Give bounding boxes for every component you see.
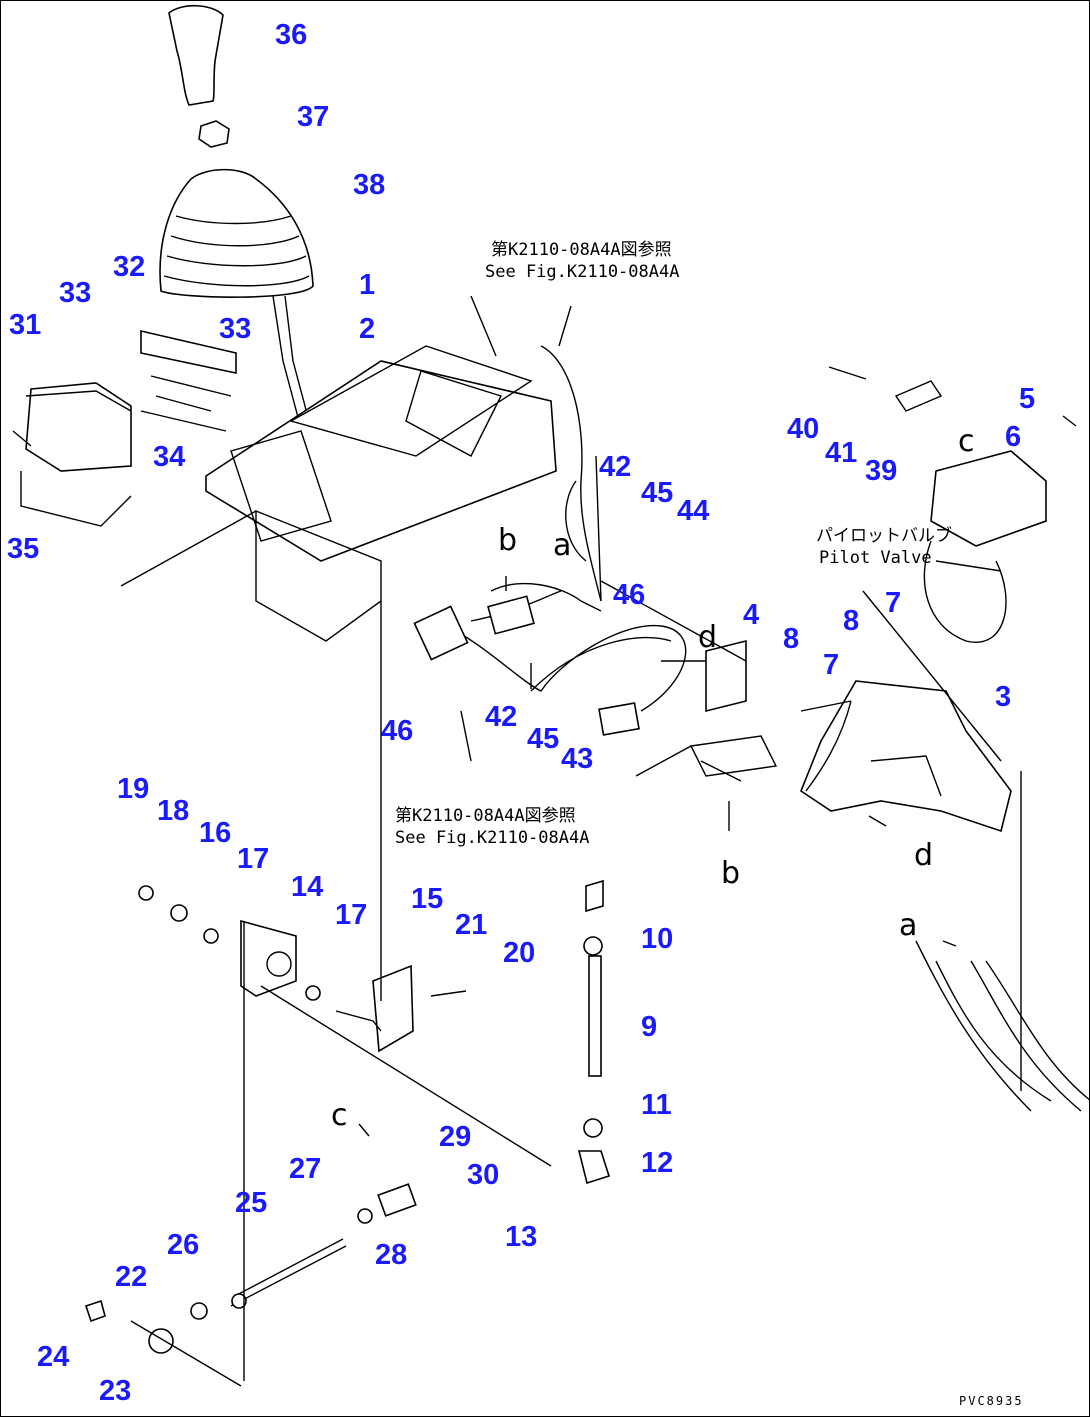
callout-31: 31 [9, 309, 42, 341]
cable-a [915, 940, 1090, 1112]
callout-23: 23 [99, 1375, 132, 1407]
switch-body [413, 605, 469, 661]
plate-32 [140, 329, 237, 374]
callout-39: 39 [865, 455, 898, 487]
callout-27: 27 [289, 1153, 322, 1185]
figure-code: PVC8935 [959, 1394, 1024, 1408]
connector-letter-c: c [958, 424, 975, 459]
pilot-valve-label-jp: パイロットバルブ [816, 526, 952, 546]
connector-letter-d: d [914, 838, 934, 873]
callout-38: 38 [353, 169, 386, 201]
ref-note-mid-jp: 第K2110-08A4A図参照 [395, 806, 576, 826]
callout-9: 9 [641, 1011, 658, 1043]
callout-15: 15 [411, 883, 444, 915]
callout-1: 1 [359, 269, 376, 301]
callout-18: 18 [157, 795, 190, 827]
callout-34: 34 [153, 441, 186, 473]
callout-44: 44 [677, 495, 710, 527]
connector-letter-b: b [498, 523, 518, 558]
callout-32: 32 [113, 251, 146, 283]
callout-13: 13 [505, 1221, 538, 1253]
lever-housing [205, 360, 557, 562]
callout-3: 3 [995, 681, 1012, 713]
callout-17: 17 [237, 843, 270, 875]
callout-30: 30 [467, 1159, 500, 1191]
pilot-valve-label-en: Pilot Valve [819, 548, 932, 568]
callout-45: 45 [527, 723, 560, 755]
callout-40: 40 [787, 413, 820, 445]
connector-letter-c: c [331, 1098, 348, 1133]
callout-24: 24 [37, 1341, 70, 1373]
callout-20: 20 [503, 937, 536, 969]
callout-7: 7 [823, 649, 840, 681]
callout-25: 25 [235, 1187, 268, 1219]
bracket-4 [705, 639, 747, 713]
plate-15 [372, 964, 414, 1053]
callout-43: 43 [561, 743, 594, 775]
rod-9 [588, 955, 602, 1077]
callout-10: 10 [641, 923, 674, 955]
lever-grip [168, 4, 224, 106]
callout-42: 42 [485, 701, 518, 733]
ref-note-top-jp: 第K2110-08A4A図参照 [491, 240, 672, 260]
callout-21: 21 [455, 909, 488, 941]
callout-6: 6 [1005, 421, 1022, 453]
connector-letter-d: d [698, 620, 718, 655]
callout-14: 14 [291, 871, 324, 903]
callout-4: 4 [743, 599, 760, 631]
nut [198, 120, 230, 148]
callout-46: 46 [613, 579, 646, 611]
callout-7: 7 [885, 587, 902, 619]
callout-19: 19 [117, 773, 150, 805]
boot [159, 168, 314, 298]
callout-2: 2 [359, 313, 376, 345]
pilot-valve [930, 450, 1047, 547]
bracket-31 [25, 382, 132, 472]
callout-22: 22 [115, 1261, 148, 1293]
connector-letter-b: b [721, 856, 741, 891]
callout-36: 36 [275, 19, 308, 51]
callout-45: 45 [641, 477, 674, 509]
ref-note-mid-en: See Fig.K2110-08A4A [395, 828, 590, 848]
bracket-3 [800, 680, 1012, 833]
callout-46: 46 [381, 715, 414, 747]
callout-17: 17 [335, 899, 368, 931]
ref-note-top-en: See Fig.K2110-08A4A [485, 262, 680, 282]
rod-25 [230, 1238, 347, 1307]
callout-35: 35 [7, 533, 40, 565]
callout-8: 8 [783, 623, 800, 655]
callout-11: 11 [641, 1089, 672, 1121]
callout-29: 29 [439, 1121, 472, 1153]
cable [540, 345, 602, 602]
callout-41: 41 [825, 437, 858, 469]
callout-28: 28 [375, 1239, 408, 1271]
callout-12: 12 [641, 1147, 674, 1179]
connector-letter-a: a [899, 908, 918, 943]
callout-37: 37 [297, 101, 330, 133]
connector-letter-a: a [553, 528, 572, 563]
callout-42: 42 [599, 451, 632, 483]
callout-26: 26 [167, 1229, 200, 1261]
callout-8: 8 [843, 605, 860, 637]
callout-33: 33 [59, 277, 92, 309]
callout-16: 16 [199, 817, 232, 849]
callout-5: 5 [1019, 383, 1036, 415]
callout-33: 33 [219, 313, 252, 345]
